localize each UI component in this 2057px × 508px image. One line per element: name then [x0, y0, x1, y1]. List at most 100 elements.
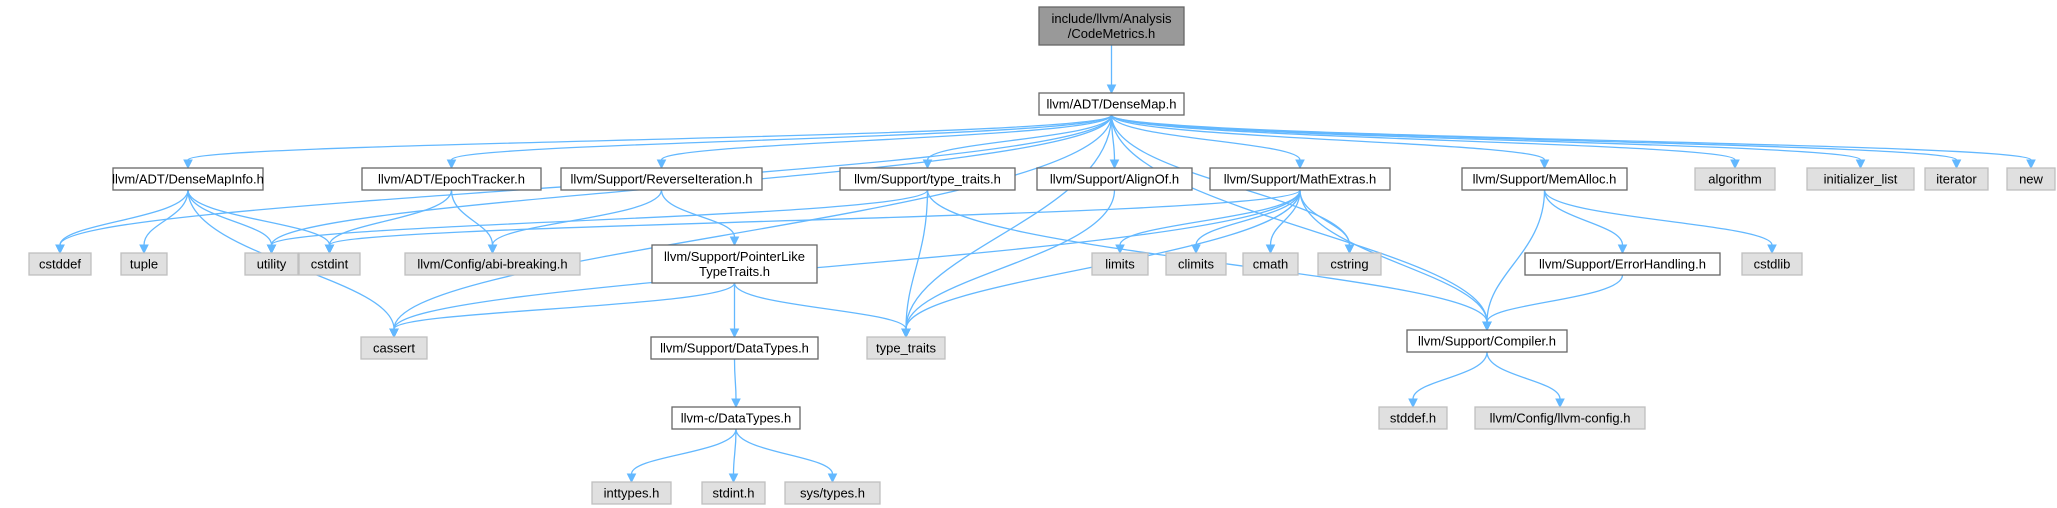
node-box	[701, 481, 766, 505]
node-box	[651, 244, 818, 284]
edge-densemap-to-memalloc	[1110, 114, 1550, 170]
node-memalloc[interactable]: llvm/Support/MemAlloc.h	[1461, 167, 1628, 191]
node-typetraits_h[interactable]: llvm/Support/type_traits.h	[839, 167, 1016, 191]
node-label: cmath	[1253, 257, 1288, 272]
node-label: llvm/Support/PointerLike	[664, 249, 805, 264]
edge-mathextras-to-climits	[1191, 189, 1301, 255]
edge-datatypes-to-cdatatypes	[731, 358, 741, 409]
node-label: iterator	[1936, 172, 1977, 187]
node-label: stddef.h	[1390, 411, 1436, 426]
node-compiler[interactable]: llvm/Support/Compiler.h	[1406, 329, 1568, 353]
node-box	[1317, 252, 1382, 276]
edge-compiler-to-stddef	[1408, 351, 1488, 409]
node-label: llvm/Support/ReverseIteration.h	[570, 172, 752, 187]
node-densemapinfo[interactable]: llvm/ADT/DenseMapInfo.h	[112, 167, 264, 191]
node-label: inttypes.h	[604, 486, 660, 501]
node-label: llvm/Support/type_traits.h	[854, 172, 1001, 187]
node-box	[1091, 252, 1149, 276]
edge-mathextras-to-cmath	[1265, 189, 1301, 255]
node-box	[1924, 167, 1989, 191]
node-label: llvm-c/DataTypes.h	[681, 411, 792, 426]
node-label: llvm/Support/ErrorHandling.h	[1539, 257, 1706, 272]
node-datatypes[interactable]: llvm/Support/DataTypes.h	[650, 336, 819, 360]
edge-pointerlike-to-type_traits	[733, 282, 911, 339]
node-codemetrics: include/llvm/Analysis/CodeMetrics.h	[1038, 6, 1185, 46]
node-label: llvm/Config/abi-breaking.h	[417, 257, 567, 272]
node-stddef[interactable]: stddef.h	[1378, 406, 1448, 430]
node-label: utility	[257, 257, 287, 272]
node-box	[671, 406, 801, 430]
node-box	[1694, 167, 1776, 191]
node-box	[591, 481, 672, 505]
node-systypes[interactable]: sys/types.h	[784, 481, 881, 505]
node-box	[1741, 252, 1803, 276]
node-box	[1036, 167, 1193, 191]
node-box	[866, 336, 946, 360]
node-box	[1165, 252, 1227, 276]
node-cstring[interactable]: cstring	[1317, 252, 1382, 276]
node-mathextras[interactable]: llvm/Support/MathExtras.h	[1209, 167, 1391, 191]
node-tuple[interactable]: tuple	[120, 252, 168, 276]
node-cassert[interactable]: cassert	[360, 336, 428, 360]
node-abibreaking[interactable]: llvm/Config/abi-breaking.h	[404, 252, 581, 276]
edge-codemetrics-to-densemap	[1106, 45, 1117, 95]
node-cstdlib[interactable]: cstdlib	[1741, 252, 1803, 276]
node-box	[1461, 167, 1628, 191]
node-cdatatypes[interactable]: llvm-c/DataTypes.h	[671, 406, 801, 430]
node-label: algorithm	[1708, 172, 1761, 187]
edge-densemap-to-alignof	[1109, 114, 1120, 170]
node-type_traits[interactable]: type_traits	[866, 336, 946, 360]
edge-densemap-to-algorithm	[1110, 114, 1740, 170]
edge-densemapinfo-to-utility	[187, 189, 277, 255]
node-label: TypeTraits.h	[699, 264, 770, 279]
node-utility[interactable]: utility	[244, 252, 299, 276]
edge-densemap-to-cassert	[389, 114, 1113, 339]
node-label: llvm/Config/llvm-config.h	[1490, 411, 1631, 426]
edges-layer	[55, 45, 2036, 484]
node-initlist[interactable]: initializer_list	[1806, 167, 1915, 191]
edge-densemap-to-type_traits	[901, 114, 1113, 339]
node-label: stdint.h	[713, 486, 755, 501]
node-climits[interactable]: climits	[1165, 252, 1227, 276]
edge-mathextras-to-cassert	[389, 189, 1301, 339]
node-llvmconfig[interactable]: llvm/Config/llvm-config.h	[1474, 406, 1646, 430]
node-stdint[interactable]: stdint.h	[701, 481, 766, 505]
node-label: cstdint	[311, 257, 349, 272]
edge-typetraits_h-to-utility	[266, 189, 929, 255]
edge-mathextras-to-cstring	[1299, 189, 1355, 255]
node-errorhandling[interactable]: llvm/Support/ErrorHandling.h	[1524, 252, 1721, 276]
node-label: /CodeMetrics.h	[1068, 26, 1155, 41]
node-box	[784, 481, 881, 505]
node-new[interactable]: new	[2006, 167, 2056, 191]
edge-densemap-to-new	[1110, 114, 2036, 170]
node-box	[361, 167, 542, 191]
node-inttypes[interactable]: inttypes.h	[591, 481, 672, 505]
node-box	[298, 252, 361, 276]
node-label: limits	[1105, 257, 1135, 272]
node-label: initializer_list	[1824, 172, 1898, 187]
node-cstddef[interactable]: cstddef	[28, 252, 92, 276]
node-epochtracker[interactable]: llvm/ADT/EpochTracker.h	[361, 167, 542, 191]
node-box	[1806, 167, 1915, 191]
edge-compiler-to-llvmconfig	[1486, 351, 1565, 409]
node-alignof[interactable]: llvm/Support/AlignOf.h	[1036, 167, 1193, 191]
node-limits[interactable]: limits	[1091, 252, 1149, 276]
node-box	[112, 167, 264, 191]
node-densemap[interactable]: llvm/ADT/DenseMap.h	[1038, 92, 1185, 116]
edge-densemap-to-epochtracker	[446, 114, 1113, 170]
node-label: cstddef	[39, 257, 81, 272]
node-box	[650, 336, 819, 360]
node-cstdint[interactable]: cstdint	[298, 252, 361, 276]
edge-reverseiter-to-pointerlike	[660, 189, 740, 247]
edge-epochtracker-to-abibreaking	[450, 189, 498, 255]
node-algorithm[interactable]: algorithm	[1694, 167, 1776, 191]
node-label: cassert	[373, 341, 415, 356]
node-cmath[interactable]: cmath	[1242, 252, 1299, 276]
node-box	[1406, 329, 1568, 353]
node-iterator[interactable]: iterator	[1924, 167, 1989, 191]
node-label: cstdlib	[1754, 257, 1791, 272]
node-reverseiter[interactable]: llvm/Support/ReverseIteration.h	[560, 167, 763, 191]
node-label: llvm/Support/DataTypes.h	[660, 341, 809, 356]
